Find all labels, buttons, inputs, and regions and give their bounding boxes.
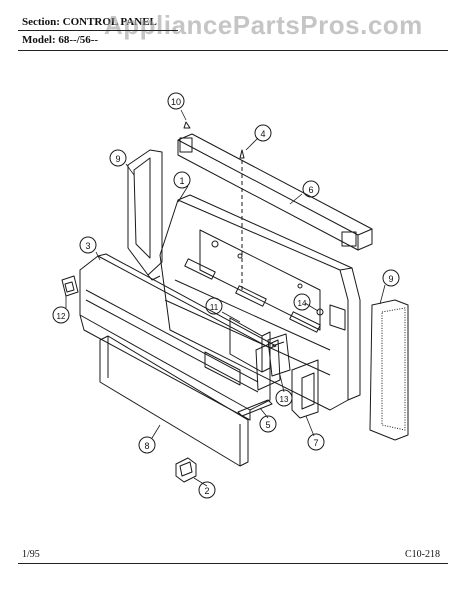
part-center-bracket — [229, 317, 281, 391]
svg-text:14: 14 — [298, 299, 307, 308]
callout-6: 6 — [302, 180, 320, 198]
header-rule — [18, 30, 178, 31]
svg-text:1: 1 — [179, 176, 184, 186]
callout-4: 4 — [254, 124, 272, 142]
section-value: CONTROL PANEL — [62, 16, 157, 28]
callout-8: 8 — [138, 436, 156, 454]
part-switch-block — [267, 333, 291, 377]
part-side-bracket — [291, 359, 319, 419]
part-top-rail — [177, 133, 373, 251]
callout-14: 14 — [293, 293, 311, 311]
svg-text:13: 13 — [280, 395, 289, 404]
leader-lines — [65, 109, 386, 487]
watermark-text: AppliancePartsPros.com — [104, 10, 423, 40]
footer-date: 1/95 — [22, 549, 40, 560]
model-line: Model: 68--/56-- — [22, 34, 98, 46]
svg-text:12: 12 — [57, 312, 66, 321]
part-knob-clip — [61, 275, 79, 297]
callout-3: 3 — [79, 236, 97, 254]
section-label: Section: — [22, 16, 60, 28]
part-lower-trim-panel — [99, 335, 249, 467]
callout-10: 10 — [167, 92, 185, 110]
footer-code: C10-218 — [405, 549, 440, 560]
section-line: Section: CONTROL PANEL — [22, 16, 157, 28]
callout-9-right: 9 — [382, 269, 400, 287]
callout-2: 2 — [198, 481, 216, 499]
part-small-clip — [175, 457, 197, 483]
model-label: Model: — [22, 34, 56, 46]
callout-11: 11 — [205, 297, 223, 315]
part-left-side-trim — [127, 149, 163, 281]
callout-9-left: 9 — [109, 149, 127, 167]
svg-text:6: 6 — [308, 185, 313, 195]
svg-text:7: 7 — [313, 438, 318, 448]
svg-text:10: 10 — [171, 97, 181, 107]
part-right-side-trim — [369, 299, 409, 441]
model-value: 68--/56-- — [58, 34, 99, 46]
svg-text:8: 8 — [144, 441, 149, 451]
bottom-rule — [18, 563, 448, 564]
callout-5: 5 — [259, 415, 277, 433]
callout-7: 7 — [307, 433, 325, 451]
part-screws — [183, 121, 324, 316]
svg-text:3: 3 — [85, 241, 90, 251]
part-control-panel-frame — [159, 194, 361, 411]
part-trim-strip — [237, 399, 273, 417]
svg-text:9: 9 — [388, 274, 393, 284]
callout-1: 1 — [173, 171, 191, 189]
svg-text:5: 5 — [265, 420, 270, 430]
svg-text:11: 11 — [210, 303, 219, 312]
callout-13: 13 — [275, 389, 293, 407]
svg-text:9: 9 — [115, 154, 120, 164]
top-rule — [18, 50, 448, 51]
callout-12: 12 — [52, 306, 70, 324]
svg-text:4: 4 — [260, 129, 265, 139]
svg-text:2: 2 — [204, 486, 209, 496]
